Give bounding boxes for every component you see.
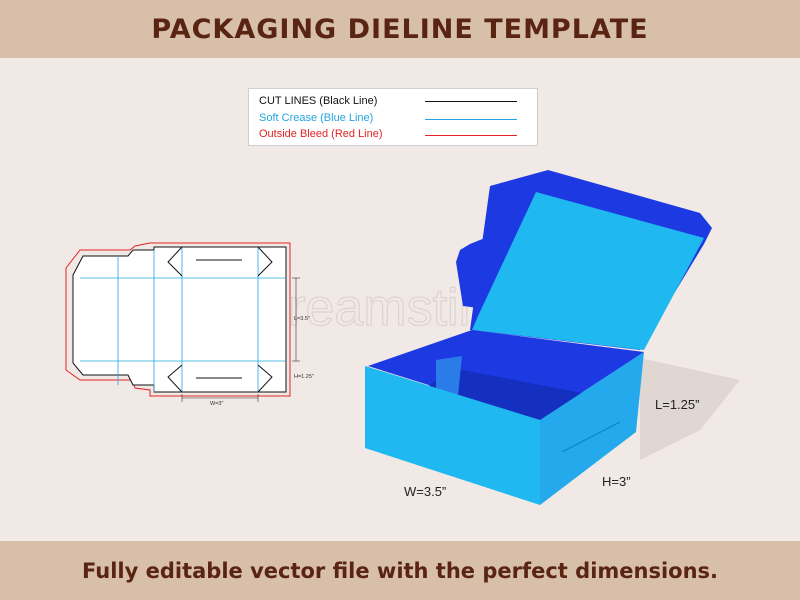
dieline-label-l: L=3.5" — [294, 316, 310, 322]
dieline-cut — [72, 246, 287, 393]
legend-crease-line — [425, 119, 517, 120]
box-tuck-slit — [561, 421, 621, 453]
box-right — [540, 352, 644, 505]
box-shadow — [640, 358, 740, 460]
dieline-label-h: H=1.25" — [294, 374, 314, 380]
legend-crease-label: Soft Crease (Blue Line) — [259, 112, 374, 124]
legend-box: CUT LINES (Black Line) Soft Crease (Blue… — [248, 88, 538, 146]
dieline-bleed — [65, 242, 291, 397]
box-floor — [426, 368, 598, 420]
box-front — [365, 366, 540, 505]
box-interior — [368, 330, 644, 420]
footer-text: Fully editable vector file with the perf… — [81, 558, 719, 583]
lid-tab-right — [626, 238, 700, 348]
box-3d: L=1.25” W=3.5” H=3” — [365, 170, 740, 505]
box-label-h: H=3” — [602, 474, 631, 489]
legend-cut-label: CUT LINES (Black Line) — [259, 95, 378, 107]
box-label-w: W=3.5” — [404, 484, 446, 499]
legend-bleed-line — [425, 135, 517, 136]
page-title: PACKAGING DIELINE TEMPLATE — [151, 13, 649, 45]
box-label-l: L=1.25” — [655, 397, 699, 412]
dieline-label-w: W=3" — [210, 401, 223, 407]
legend-cut-line — [425, 101, 517, 102]
flat-dieline: L=3.5" H=1.25" W=3" — [65, 242, 314, 407]
footer-bar: Fully editable vector file with the perf… — [0, 541, 800, 600]
header-bar: PACKAGING DIELINE TEMPLATE — [0, 0, 800, 58]
box-insert — [436, 356, 462, 396]
legend-bleed-label: Outside Bleed (Red Line) — [259, 128, 383, 140]
